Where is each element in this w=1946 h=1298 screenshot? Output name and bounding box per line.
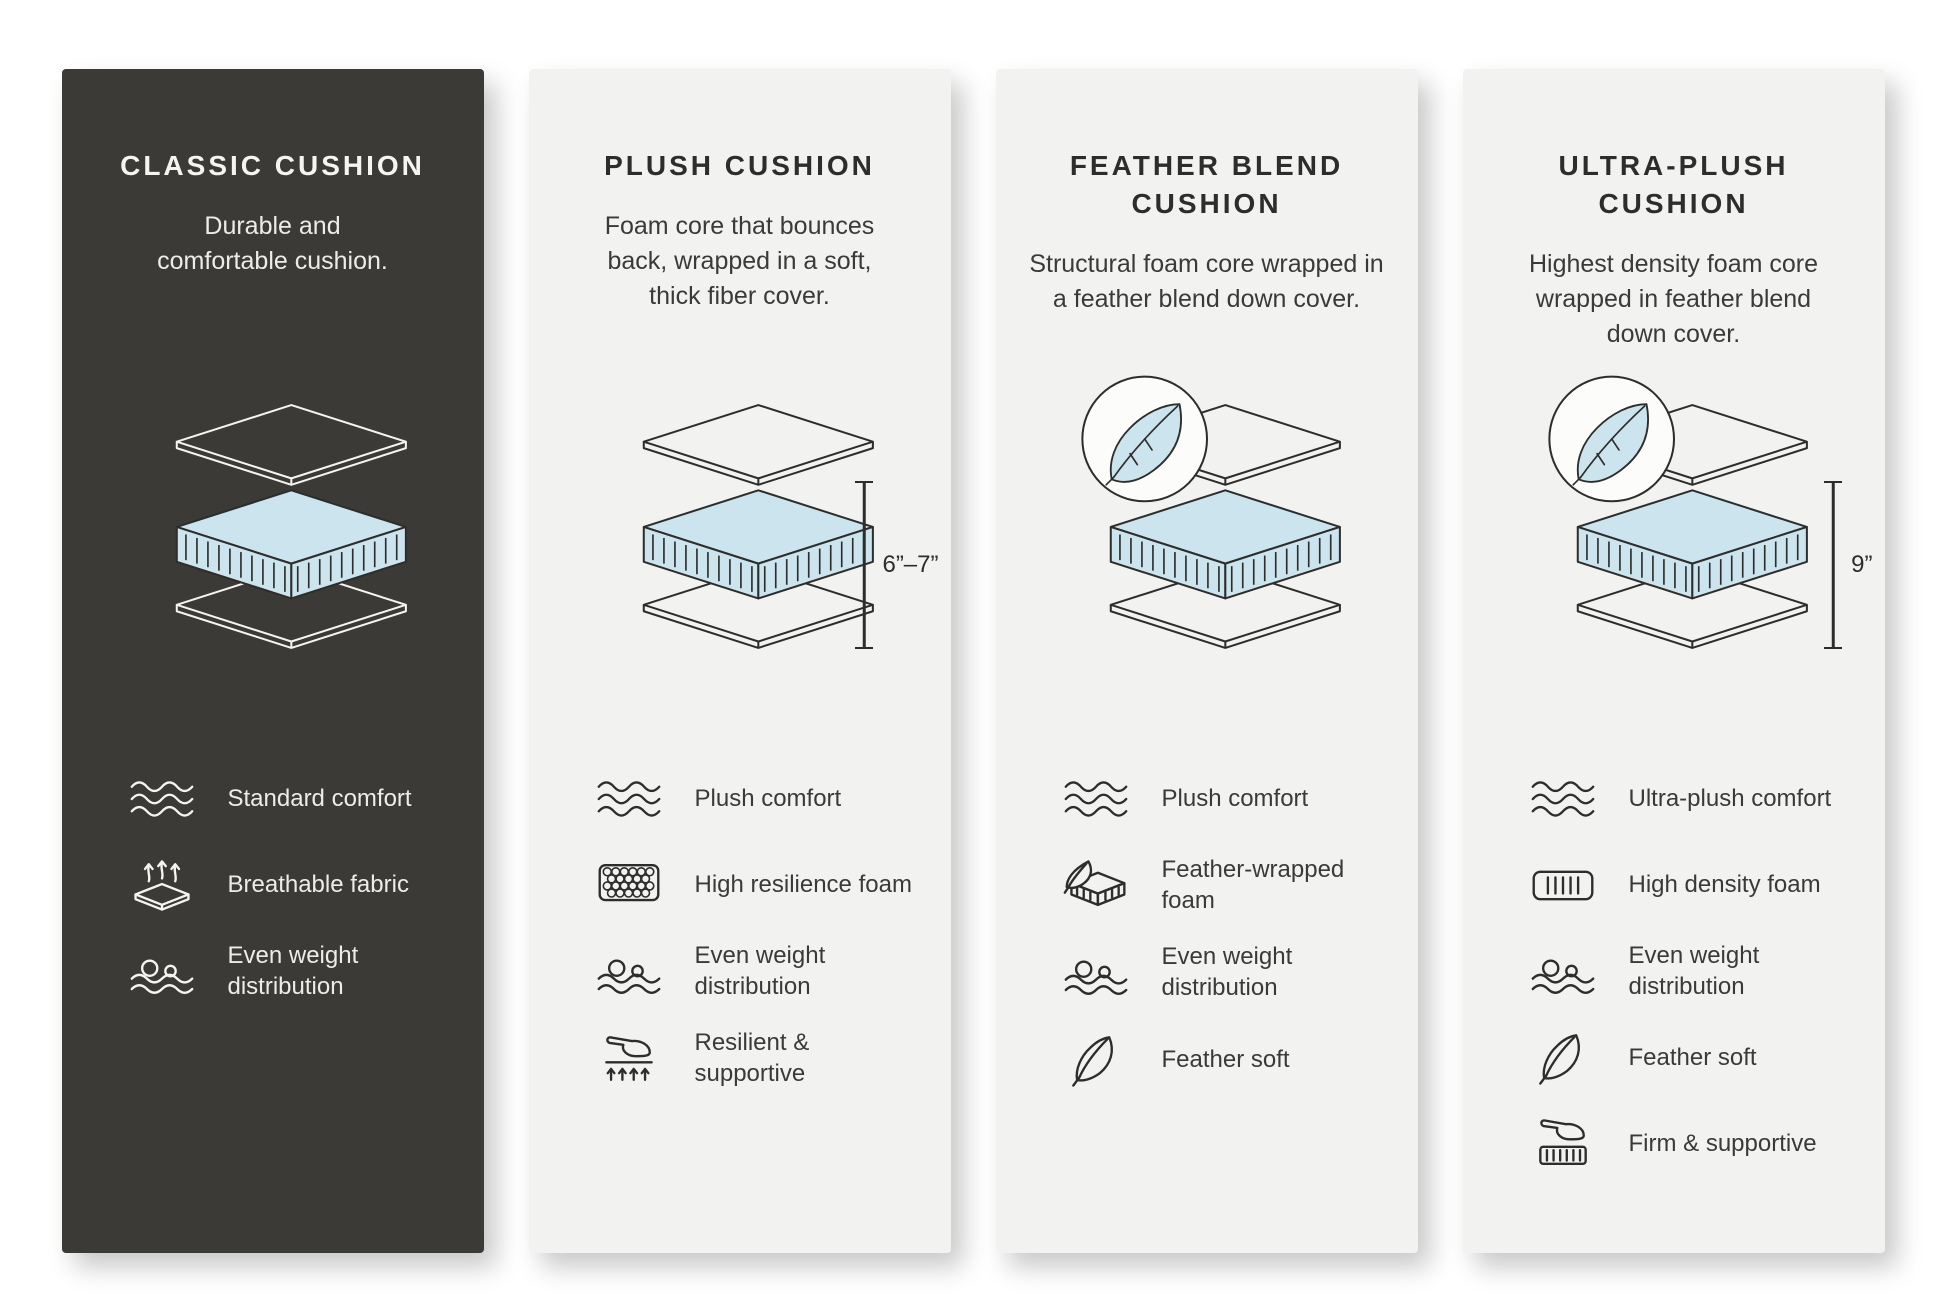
bottom-cover-layer [175,567,407,649]
feature-list: Ultra-plush comfort High density foam [1527,769,1857,1174]
card-description: Durable and comfortable cushion. [157,211,388,275]
card-classic-cushion: CLASSIC CUSHION Durable and comfortable … [61,69,484,1253]
card-description: Highest density foam core wrapped in fea… [1528,249,1819,348]
card-description: Foam core that bounces back, wrapped in … [604,211,875,310]
feather-icon [1060,1033,1132,1087]
weight-distribution-icon [593,945,665,999]
feature-label: Plush comfort [1161,784,1309,812]
feature-row: Feather soft [1527,1028,1857,1088]
weight-distribution-icon [1527,945,1599,999]
feature-row: Even weight distribution [1060,942,1390,1003]
cushion-diagram [996,351,1418,658]
measure-label: 6”–7” [882,551,939,578]
card-feather-blend-cushion: FEATHER BLEND CUSHION Structural foam co… [995,69,1418,1253]
resilience-foam-icon [593,858,665,912]
feature-label: Firm & supportive [1628,1130,1817,1158]
cushion-diagram [62,351,484,658]
feather-badge [1547,375,1675,503]
feature-row: High resilience foam [593,855,923,915]
cushion-layers-diagram [1547,375,1808,649]
card-title: FEATHER BLEND CUSHION [1069,150,1344,219]
feature-row: Resilient & supportive [593,1028,923,1089]
feature-row: Breathable fabric [126,855,456,915]
comfort-waves-icon [1060,772,1132,826]
feature-row: Ultra-plush comfort [1527,769,1857,829]
weight-distribution-icon [126,945,198,999]
feature-label: High resilience foam [694,870,912,898]
measure-label: 9” [1851,551,1873,578]
comfort-waves-icon [126,772,198,826]
card-description: Structural foam core wrapped in a feathe… [1029,249,1384,313]
measure-bracket [855,481,874,649]
feature-row: Plush comfort [593,769,923,829]
card-title: CLASSIC CUSHION [120,150,425,181]
feature-label: Standard comfort [227,784,412,812]
feather-icon [1527,1031,1599,1086]
firm-supportive-icon [1527,1117,1599,1171]
feature-row: Plush comfort [1060,769,1390,829]
cushion-diagram [529,351,951,658]
card-title: PLUSH CUSHION [604,150,875,181]
height-measure: 6”–7” [855,481,939,649]
feature-label: High density foam [1628,870,1821,898]
card-title: ULTRA-PLUSH CUSHION [1558,150,1789,219]
bottom-cover-layer [1576,567,1808,649]
feature-label: Resilient & supportive [694,1029,810,1088]
feature-row: High density foam [1527,855,1857,915]
feature-row: Feather-wrapped foam [1060,855,1390,916]
feature-label: Feather soft [1628,1044,1757,1072]
bottom-cover-layer [1109,567,1341,649]
feature-label: Plush comfort [694,784,842,812]
top-cover-layer [642,404,874,486]
feature-label: Even weight distribution [694,942,826,1000]
feature-list: Standard comfort Breathable fabric [126,769,456,1002]
foam-core-layer [1576,489,1808,600]
breathable-fabric-icon [126,858,198,912]
feature-row: Feather soft [1060,1030,1390,1090]
high-density-foam-icon [1527,858,1599,912]
feature-label: Breathable fabric [227,870,409,898]
weight-distribution-icon [1060,946,1132,1000]
feature-list: Plush comfort High resilience foam [593,769,923,1090]
feature-row: Even weight distribution [593,941,923,1002]
feature-label: Feather-wrapped foam [1161,856,1345,914]
height-measure: 9” [1824,481,1873,649]
foam-core-layer [642,489,874,600]
comfort-waves-icon [1527,772,1599,826]
top-cover-layer [175,404,407,486]
feature-row: Even weight distribution [1527,941,1857,1002]
feather-badge [1080,375,1208,503]
cushion-diagram [1463,351,1885,658]
cushion-layers-diagram [642,404,874,649]
measure-bracket [1824,481,1843,649]
feature-list: Plush comfort Feather-wrapped foam [1060,769,1390,1090]
feature-row: Even weight distribution [126,941,456,1002]
comfort-waves-icon [593,772,665,826]
cushion-layers-diagram [1080,375,1341,649]
feature-label: Even weight distribution [1161,943,1293,1002]
feature-label: Even weight distribution [227,942,359,1000]
feature-label: Even weight distribution [1628,942,1760,1000]
card-plush-cushion: PLUSH CUSHION Foam core that bounces bac… [528,69,951,1253]
cushion-layers-diagram [175,404,407,649]
foam-core-layer [175,489,407,600]
feature-label: Ultra-plush comfort [1628,784,1832,812]
feature-row: Standard comfort [126,769,456,829]
resilient-supportive-icon [593,1032,665,1086]
foam-core-layer [1109,489,1341,600]
card-ultra-plush-cushion: ULTRA-PLUSH CUSHION Highest density foam… [1462,69,1885,1253]
feature-label: Feather soft [1161,1045,1290,1073]
feature-row: Firm & supportive [1527,1114,1857,1174]
feather-wrapped-foam-icon [1060,859,1132,913]
